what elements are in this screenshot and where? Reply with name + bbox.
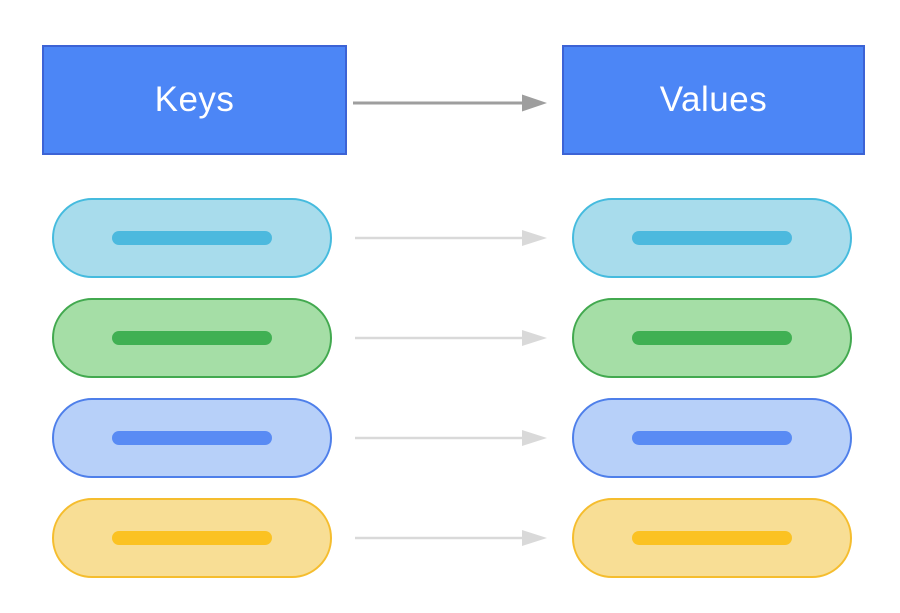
keys-to-values-arrow-icon [353, 93, 547, 113]
pill-bar [112, 331, 272, 345]
row-arrow-icon [355, 528, 547, 548]
mapping-row-blue [0, 398, 900, 478]
values-node-label: Values [659, 80, 768, 119]
pill-bar [632, 231, 792, 245]
keys-node-label: Keys [154, 80, 235, 119]
value-pill-green [572, 298, 852, 378]
mapping-row-yellow [0, 498, 900, 578]
pill-bar [632, 431, 792, 445]
mapping-row-cyan [0, 198, 900, 278]
pill-bar [112, 431, 272, 445]
pill-bar [112, 531, 272, 545]
value-pill-cyan [572, 198, 852, 278]
value-pill-yellow [572, 498, 852, 578]
row-arrow-icon [355, 428, 547, 448]
key-pill-green [52, 298, 332, 378]
mapping-row-green [0, 298, 900, 378]
value-pill-blue [572, 398, 852, 478]
row-arrow-icon [355, 328, 547, 348]
pill-bar [632, 331, 792, 345]
row-arrow-icon [355, 228, 547, 248]
keys-node: Keys [42, 45, 347, 155]
key-pill-cyan [52, 198, 332, 278]
pill-bar [112, 231, 272, 245]
key-pill-yellow [52, 498, 332, 578]
values-node: Values [562, 45, 865, 155]
key-pill-blue [52, 398, 332, 478]
pill-bar [632, 531, 792, 545]
